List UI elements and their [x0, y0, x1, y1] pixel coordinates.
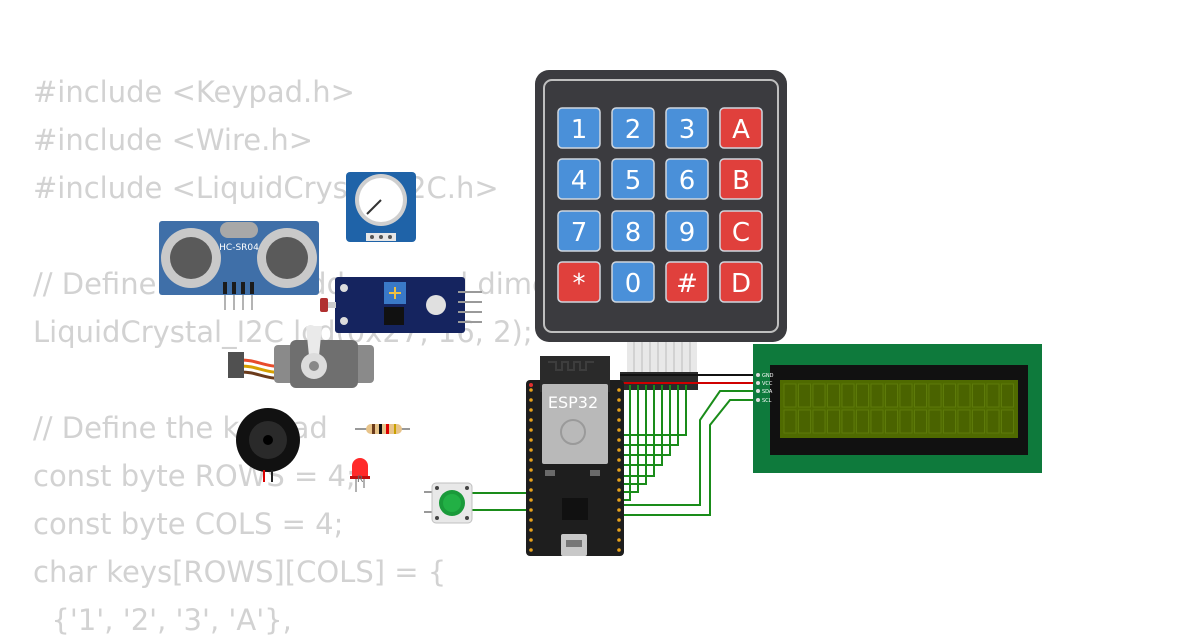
lcd-1602-i2c[interactable]: GND VCC SDA SCL: [753, 344, 1042, 473]
keypad-key-label: B: [732, 166, 750, 196]
lcd-pin-gnd: GND: [762, 373, 774, 379]
lcd-char-cell: [943, 409, 956, 434]
keypad-key[interactable]: 5: [611, 158, 655, 200]
keypad-key[interactable]: C: [719, 210, 763, 252]
lcd-pins: GND VCC SDA SCL: [756, 373, 774, 404]
lcd-char-cell: [928, 409, 942, 434]
code-line: #include <LiquidCrystal_I2C.h>: [33, 171, 499, 205]
lcd-char-cell: [841, 383, 855, 408]
code-line: #include <Keypad.h>: [33, 75, 355, 109]
lcd-char-cell: [798, 409, 811, 434]
lcd-pin-scl: SCL: [762, 398, 772, 404]
code-line: const byte ROWS = 4;: [33, 459, 356, 493]
keypad-key[interactable]: 6: [665, 158, 709, 200]
lcd-char-cell: [914, 383, 927, 408]
code-line: const byte COLS = 4;: [33, 507, 344, 541]
lcd-char-cell: [812, 383, 826, 408]
knob-indicator: [366, 199, 382, 215]
keypad-key-label: 3: [679, 115, 696, 145]
keypad-key[interactable]: 9: [665, 210, 709, 252]
keypad-key-label: 0: [625, 269, 642, 299]
keypad-key-label: C: [732, 218, 750, 248]
lcd-char-cell: [899, 409, 913, 434]
lcd-char-cell: [870, 383, 884, 408]
lcd-char-cell: [1001, 383, 1014, 408]
keypad-key[interactable]: *: [557, 261, 601, 303]
membrane-keypad[interactable]: 1 2 3 A 4 5 6 B 7 8 9 C * 0 # D: [535, 70, 787, 390]
keypad-key-label: *: [573, 269, 586, 299]
lcd-char-cell: [972, 409, 985, 434]
lcd-char-cell: [885, 409, 898, 434]
lcd-char-cell: [885, 383, 898, 408]
lcd-char-cell: [827, 409, 840, 434]
keypad-key-label: 4: [571, 166, 588, 196]
keypad-key-label: 1: [571, 115, 588, 145]
lcd-char-cell: [827, 383, 840, 408]
keypad-key-label: 9: [679, 218, 696, 248]
lcd-char-cell: [841, 409, 855, 434]
buzzer[interactable]: [236, 408, 300, 482]
lcd-char-cell: [856, 383, 869, 408]
lcd-char-cell: [1001, 409, 1014, 434]
push-button[interactable]: [424, 482, 473, 524]
lcd-char-cell: [798, 383, 811, 408]
keypad-key[interactable]: 8: [611, 210, 655, 252]
resistor[interactable]: [355, 424, 410, 434]
lcd-char-cell: [957, 409, 971, 434]
keypad-key[interactable]: 1: [557, 107, 601, 149]
keypad-key[interactable]: 7: [557, 210, 601, 252]
lcd-char-cell: [783, 409, 797, 434]
lcd-char-cell: [870, 409, 884, 434]
lcd-pin-sda: SDA: [762, 389, 773, 395]
code-line: char keys[ROWS][COLS] = {: [33, 555, 447, 589]
red-led[interactable]: R: [350, 458, 370, 492]
lcd-char-cell: [986, 409, 1000, 434]
wires: [470, 374, 760, 516]
lcd-char-cell: [899, 383, 913, 408]
keypad-keys: 1 2 3 A 4 5 6 B 7 8 9 C * 0 # D: [557, 107, 763, 303]
esp32-board[interactable]: ESP32: [526, 356, 624, 556]
keypad-key[interactable]: A: [719, 107, 763, 149]
keypad-key-label: 2: [625, 115, 642, 145]
lcd-char-cell: [957, 383, 971, 408]
keypad-key[interactable]: 0: [611, 261, 655, 303]
code-line: #include <Wire.h>: [33, 123, 314, 157]
keypad-key[interactable]: 3: [665, 107, 709, 149]
lcd-char-cell: [914, 409, 927, 434]
esp32-label: ESP32: [548, 393, 598, 412]
hc-sr04-sensor[interactable]: HC-SR04: [159, 221, 319, 310]
hc-sr04-label: HC-SR04: [219, 243, 259, 253]
lcd-pin-vcc: VCC: [762, 381, 773, 387]
photoresistor-module[interactable]: [320, 277, 482, 333]
led-label: R: [357, 475, 363, 485]
keypad-key-label: 8: [625, 218, 642, 248]
keypad-key[interactable]: 2: [611, 107, 655, 149]
lcd-char-cell: [986, 383, 1000, 408]
lcd-char-cell: [943, 383, 956, 408]
lcd-char-cell: [972, 383, 985, 408]
circuit-diagram: 1 2 3 A 4 5 6 B 7 8 9 C * 0 # D: [159, 70, 1042, 556]
lcd-char-cell: [783, 383, 797, 408]
keypad-key[interactable]: B: [719, 158, 763, 200]
keypad-key[interactable]: D: [719, 261, 763, 303]
keypad-key-label: 6: [679, 166, 696, 196]
keypad-ribbon-connector: [620, 342, 698, 390]
lcd-char-cell: [928, 383, 942, 408]
servo-motor[interactable]: [228, 326, 374, 388]
keypad-key-label: A: [732, 115, 750, 145]
keypad-key[interactable]: 4: [557, 158, 601, 200]
keypad-key[interactable]: #: [665, 261, 709, 303]
potentiometer[interactable]: [346, 172, 416, 242]
keypad-key-label: 7: [571, 218, 588, 248]
keypad-key-label: 5: [625, 166, 642, 196]
keypad-key-label: D: [731, 269, 751, 299]
lcd-char-cell: [812, 409, 826, 434]
lcd-char-cell: [856, 409, 869, 434]
keypad-key-label: #: [676, 269, 698, 299]
